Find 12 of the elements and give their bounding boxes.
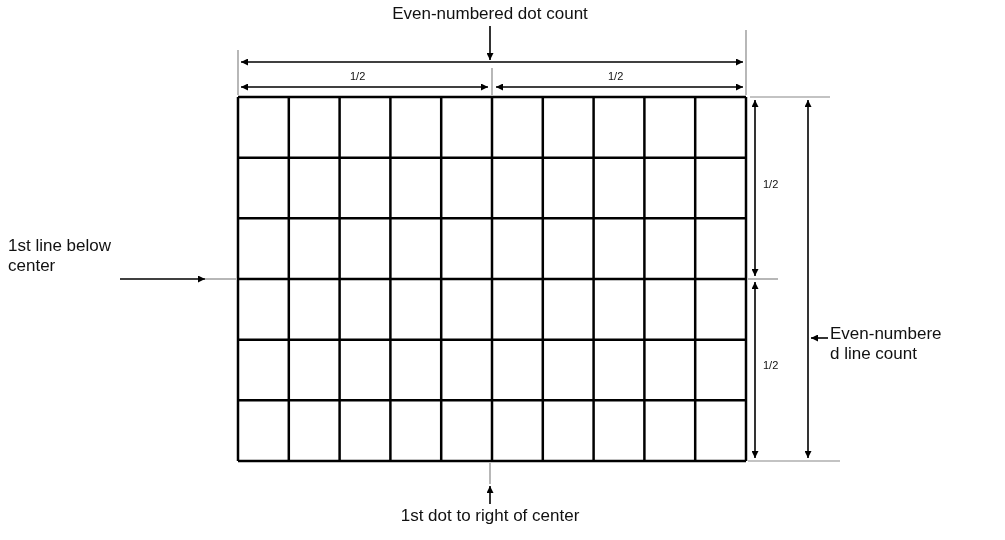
callout-text: 1st dot to right of center xyxy=(380,506,600,526)
dimension-label: 1/2 xyxy=(763,178,779,190)
leader-arrow xyxy=(119,275,206,283)
callout-text: 1st line below center xyxy=(8,236,118,276)
leader-arrow xyxy=(810,334,829,342)
leader-arrow xyxy=(486,25,494,61)
callout-text: Even-numbered dot count xyxy=(390,4,590,24)
callout-text: Even-numbere d line count xyxy=(830,324,948,364)
dimension-label: 1/2 xyxy=(350,70,366,82)
leader-arrow xyxy=(486,485,494,505)
dimension-label: 1/2 xyxy=(763,359,779,371)
dimension-label: 1/2 xyxy=(608,70,624,82)
